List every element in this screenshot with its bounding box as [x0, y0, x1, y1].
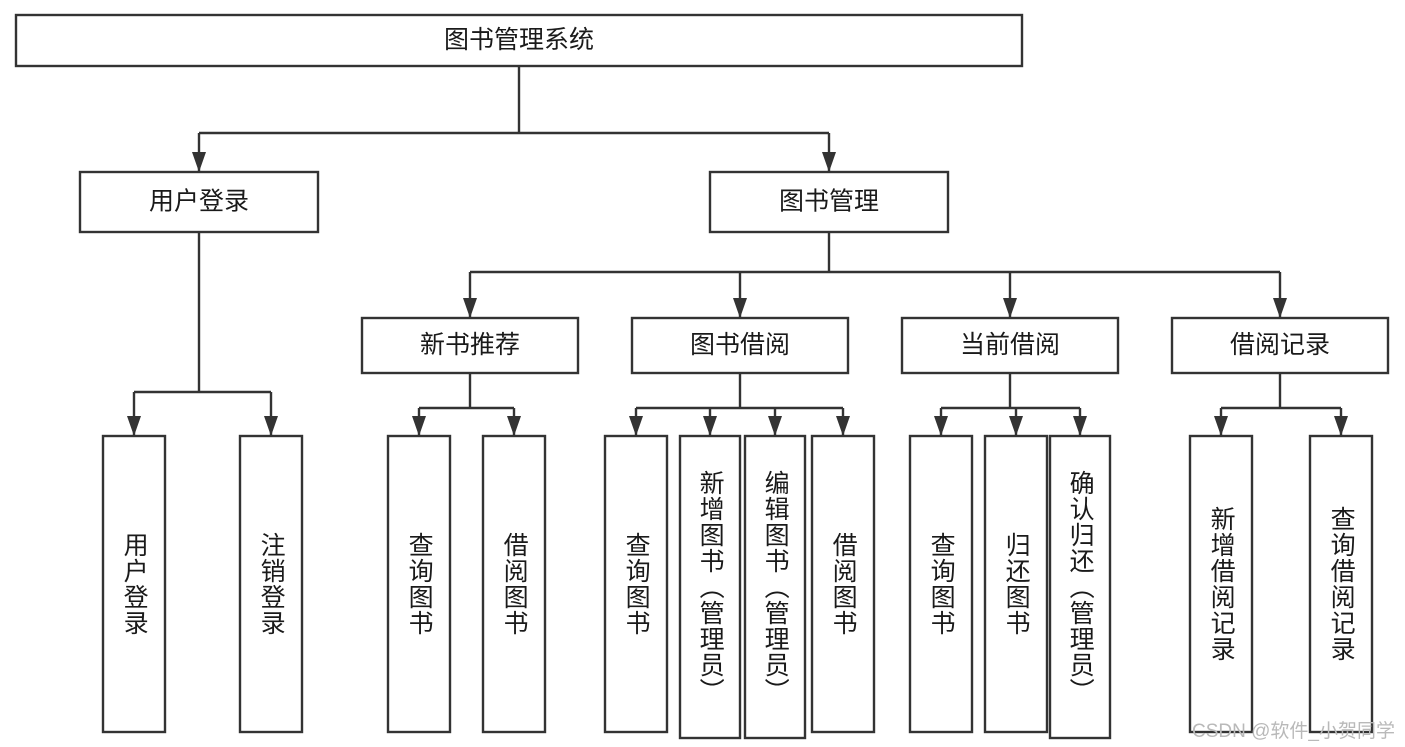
node-label-borrow-record: 借阅记录 [1230, 331, 1330, 359]
arrow-head-icon [733, 298, 747, 318]
arrow-head-icon [836, 416, 850, 436]
node-box-leaf-confirm-return[interactable] [1048, 434, 1112, 740]
node-box-leaf-borrow-book-2[interactable] [810, 434, 876, 734]
node-label-root: 图书管理系统 [444, 26, 594, 54]
node-box-leaf-query-book-1[interactable] [386, 434, 452, 734]
node-box-book-borrow[interactable] [630, 316, 850, 375]
node-box-book-manage[interactable] [708, 170, 950, 234]
arrow-head-icon [934, 416, 948, 436]
node-box-leaf-query-book-2[interactable] [603, 434, 669, 734]
node-box-leaf-query-book-3[interactable] [908, 434, 974, 734]
node-label-book-borrow: 图书借阅 [690, 331, 790, 359]
arrow-head-icon [507, 416, 521, 436]
arrow-head-icon [412, 416, 426, 436]
arrow-head-icon [768, 416, 782, 436]
node-label-user-login: 用户登录 [149, 188, 249, 216]
connectors-layer [127, 66, 1348, 436]
arrow-head-icon [1009, 416, 1023, 436]
node-box-leaf-add-book[interactable] [678, 434, 742, 740]
boxes-layer [14, 13, 1390, 740]
node-box-leaf-query-record[interactable] [1308, 434, 1374, 734]
node-label-new-book-rec: 新书推荐 [420, 331, 520, 359]
arrow-head-icon [264, 416, 278, 436]
arrow-head-icon [1214, 416, 1228, 436]
arrow-head-icon [703, 416, 717, 436]
arrow-head-icon [629, 416, 643, 436]
node-box-leaf-logout[interactable] [238, 434, 304, 734]
node-label-book-manage: 图书管理 [779, 188, 879, 216]
arrow-head-icon [127, 416, 141, 436]
arrow-head-icon [1073, 416, 1087, 436]
node-box-user-login[interactable] [78, 170, 320, 234]
node-box-leaf-edit-book[interactable] [743, 434, 807, 740]
node-box-leaf-borrow-book-1[interactable] [481, 434, 547, 734]
csdn-watermark: CSDN @软件_小贺同学 [1192, 721, 1395, 742]
node-box-leaf-add-record[interactable] [1188, 434, 1254, 734]
arrow-head-icon [822, 152, 836, 172]
node-box-new-book-rec[interactable] [360, 316, 580, 375]
node-box-current-borrow[interactable] [900, 316, 1120, 375]
node-label-current-borrow: 当前借阅 [960, 331, 1060, 359]
arrow-head-icon [1003, 298, 1017, 318]
node-box-leaf-user-login[interactable] [101, 434, 167, 734]
node-box-root[interactable] [14, 13, 1024, 68]
node-box-leaf-return-book[interactable] [983, 434, 1049, 734]
arrow-head-icon [463, 298, 477, 318]
arrow-head-icon [192, 152, 206, 172]
arrow-head-icon [1273, 298, 1287, 318]
arrow-head-icon [1334, 416, 1348, 436]
node-box-borrow-record[interactable] [1170, 316, 1390, 375]
